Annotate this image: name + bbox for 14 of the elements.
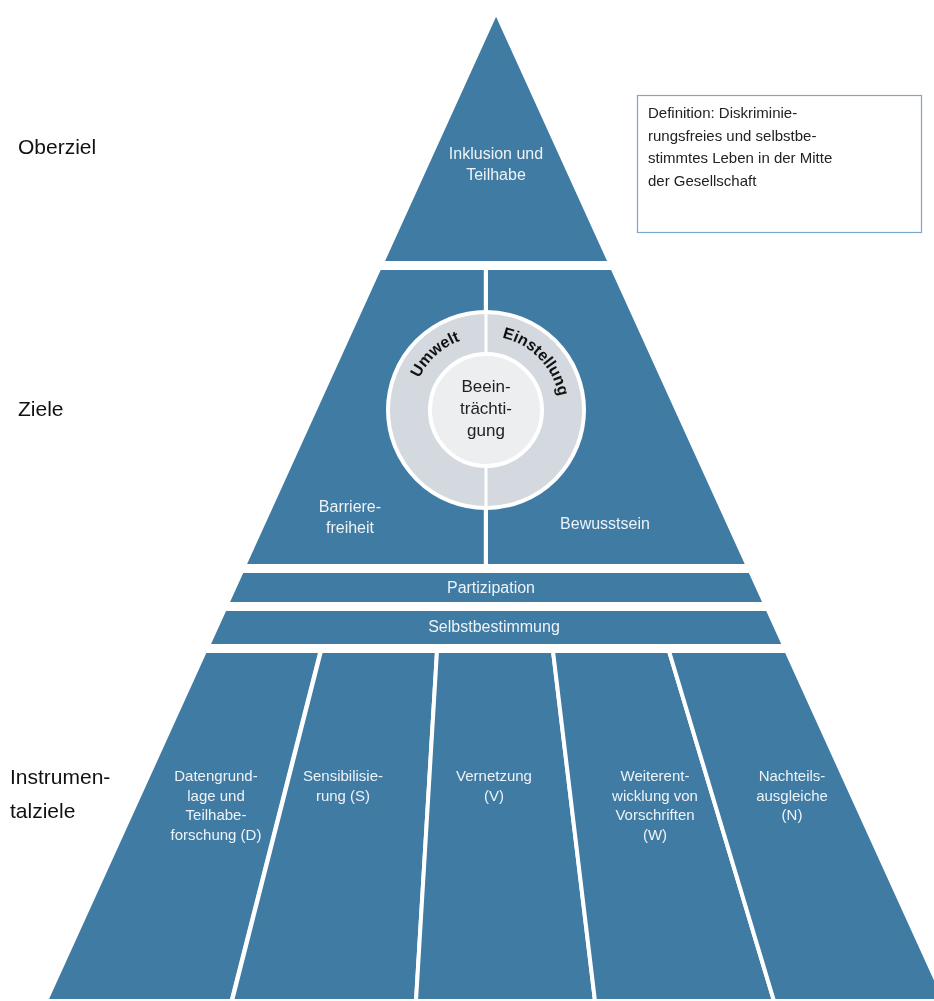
node-label: Definition: Diskriminie- rungsfreies und selbstbe- stimmtes Leben in der Mitte der Gesellschaft xyxy=(648,103,834,191)
node-label: Inklusion und Teilhabe xyxy=(447,144,545,185)
node-label: Datengrund- lage und Teilhabe- forschung (D) xyxy=(169,766,263,844)
node-label: Vernetzung (V) xyxy=(455,766,533,805)
node-label: Nachteils- ausgleiche (N) xyxy=(755,766,829,825)
node-label: Selbstbestimmung xyxy=(427,617,561,637)
level-label: Ziele xyxy=(18,396,64,422)
node-label: Bewusstsein xyxy=(559,514,651,534)
node-label: Weiterent- wicklung von Vorschriften (W) xyxy=(611,766,699,844)
level-label: Oberziel xyxy=(18,134,97,160)
node-label: Sensibilisie- rung (S) xyxy=(301,766,384,805)
node-label: Partizipation xyxy=(445,578,536,598)
level-label: Instrumen- talziele xyxy=(10,764,111,824)
node-label: Barriere- freiheit xyxy=(317,497,383,538)
